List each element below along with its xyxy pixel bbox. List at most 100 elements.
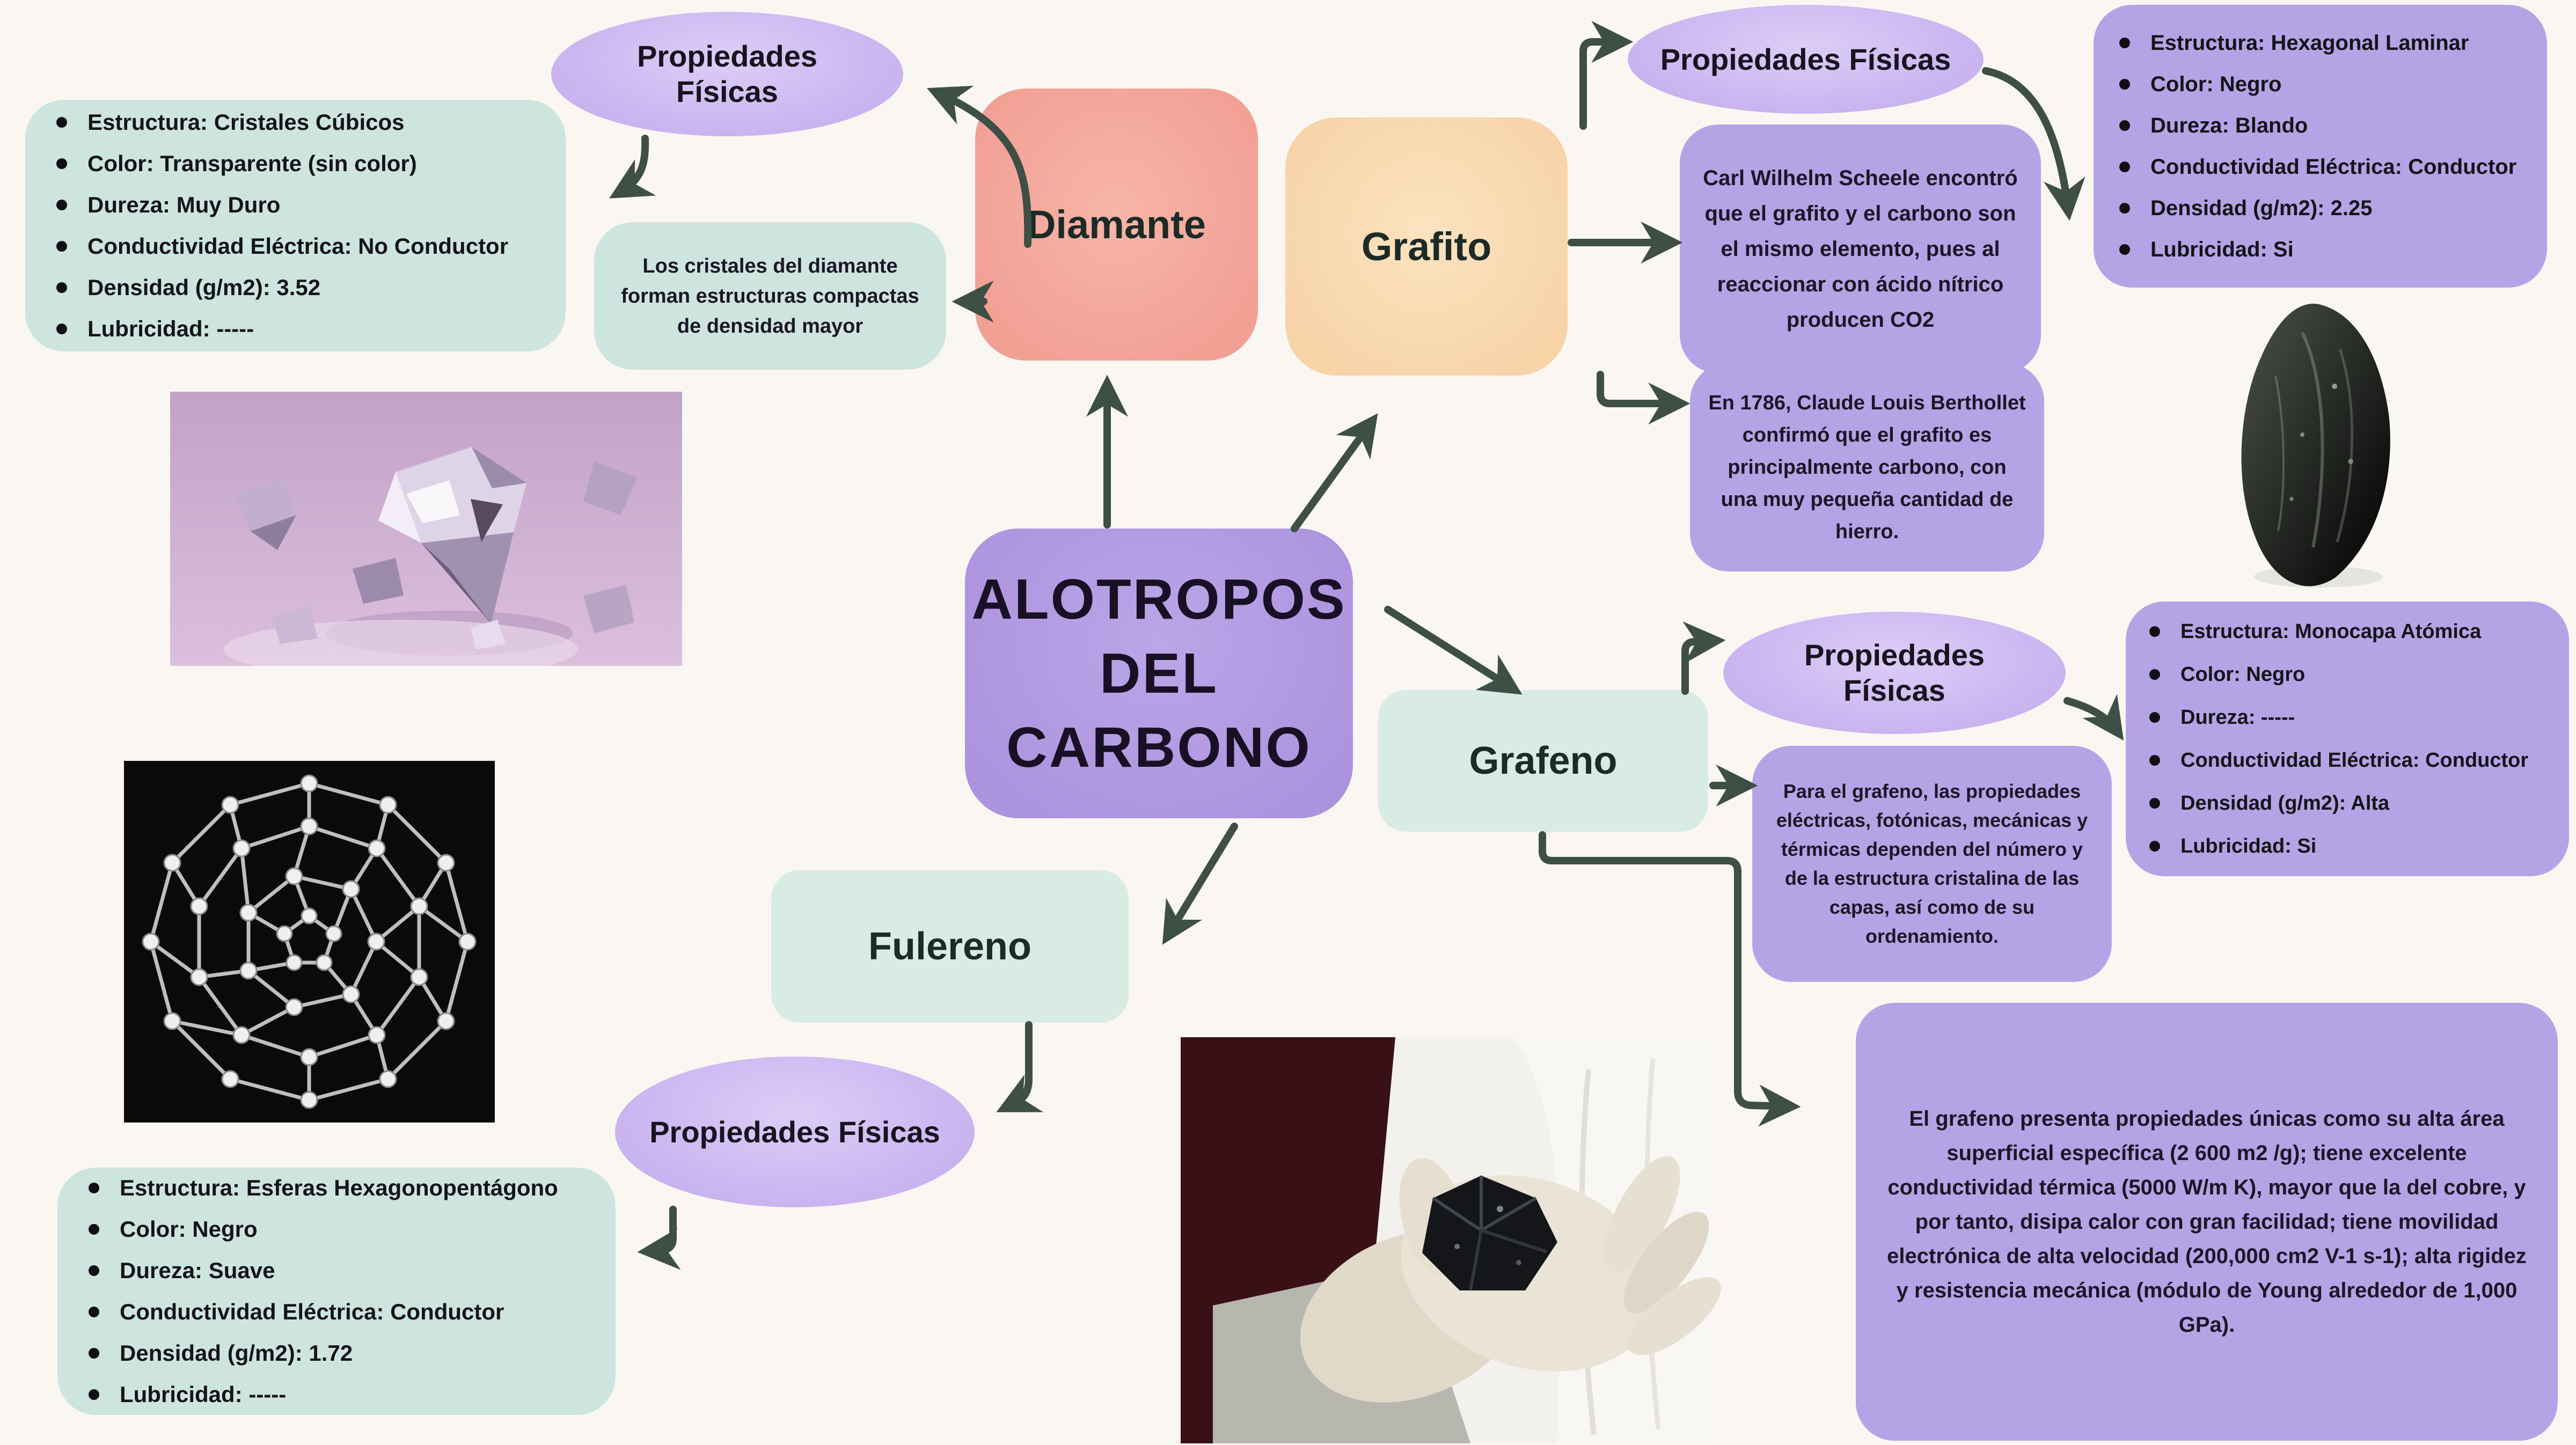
fulereno-properties-bubble: Propiedades Físicas	[615, 1057, 975, 1207]
bullet-icon	[89, 1307, 99, 1317]
property-item: Lubricidad: -----	[89, 1374, 603, 1415]
bubble-label: Propiedades Físicas	[1804, 638, 1985, 707]
bullet-icon	[89, 1389, 99, 1400]
property-item: Dureza: Blando	[2119, 105, 2534, 146]
arrow-properties-to-grafito-list	[1982, 67, 2085, 221]
property-item: Conductividad Eléctrica: Conductor	[89, 1292, 603, 1333]
property-item: Conductividad Eléctrica: No Conductor	[56, 226, 553, 267]
grafeno-detail-panel: El grafeno presenta propiedades únicas c…	[1856, 1003, 2558, 1441]
bullet-icon	[2149, 669, 2160, 680]
arrow-properties-to-diamante-list	[609, 135, 656, 199]
property-item: Color: Negro	[2119, 64, 2534, 105]
node-grafito-label: Grafito	[1361, 224, 1492, 269]
node-grafeno-label: Grafeno	[1469, 739, 1618, 782]
bubble-label: Propiedades Físicas	[636, 39, 818, 108]
central-topic-line: ALOTROPOS	[971, 568, 1346, 631]
bullet-icon	[89, 1183, 99, 1193]
bullet-icon	[2149, 712, 2160, 723]
graphene-hands-photo	[1181, 1037, 1723, 1443]
bullet-icon	[89, 1224, 99, 1235]
diamante-properties-bubble: Propiedades Físicas	[551, 12, 903, 136]
property-item: Estructura: Monocapa Atómica	[2149, 610, 2556, 653]
bullet-icon	[2149, 626, 2160, 637]
arrow-diamante-to-properties	[927, 85, 1032, 248]
fulereno-properties-panel: Estructura: Esferas Hexagonopentágono Co…	[57, 1168, 616, 1415]
bubble-label: Propiedades Físicas	[649, 1114, 940, 1149]
property-item: Color: Negro	[89, 1209, 603, 1250]
central-topic-line: CARBONO	[1006, 716, 1312, 779]
bullet-icon	[2149, 755, 2160, 766]
grafito-properties-bubble: Propiedades Físicas	[1628, 5, 1984, 114]
node-fulereno-label: Fulereno	[868, 925, 1032, 968]
bullet-icon	[56, 200, 67, 210]
graphite-rock-photo	[2222, 300, 2415, 590]
diamante-properties-list: Estructura: Cristales Cúbicos Color: Tra…	[56, 102, 553, 350]
node-diamante: Diamante	[975, 89, 1258, 361]
bubble-label: Propiedades Físicas	[1660, 42, 1951, 76]
arrow-fulereno-to-properties	[996, 1021, 1044, 1112]
arrow-grafeno-to-properties	[1681, 621, 1726, 695]
bullet-icon	[2149, 798, 2160, 809]
bullet-icon	[56, 282, 67, 293]
property-item: Estructura: Esferas Hexagonopentágono	[89, 1168, 603, 1209]
node-grafeno: Grafeno	[1378, 690, 1708, 832]
bullet-icon	[56, 117, 67, 128]
diamante-properties-panel: Estructura: Cristales Cúbicos Color: Tra…	[25, 100, 566, 351]
grafeno-properties-list: Estructura: Monocapa Atómica Color: Negr…	[2149, 610, 2556, 868]
property-item: Estructura: Cristales Cúbicos	[56, 102, 553, 143]
grafito-scheele-text: Carl Wilhelm Scheele encontró que el gra…	[1703, 166, 2018, 332]
property-item: Conductividad Eléctrica: Conductor	[2149, 739, 2556, 782]
property-item: Densidad (g/m2): 3.52	[56, 267, 553, 309]
arrow-grafeno-to-detail	[1539, 831, 1801, 1127]
node-grafito: Grafito	[1285, 118, 1568, 376]
node-diamante-label: Diamante	[1027, 202, 1206, 247]
bullet-icon	[2119, 203, 2130, 214]
grafito-berthollet-text: En 1786, Claude Louis Berthollet confirm…	[1708, 391, 2026, 543]
central-topic-line: DEL	[1100, 642, 1218, 705]
bullet-icon	[2119, 244, 2130, 255]
arrow-grafito-to-properties	[1579, 20, 1634, 130]
arrow-properties-to-grafeno-list	[2063, 694, 2124, 741]
arrow-grafito-to-berthollet	[1597, 371, 1690, 425]
bullet-icon	[89, 1265, 99, 1276]
bullet-icon	[2119, 38, 2130, 48]
bullet-icon	[2149, 841, 2160, 852]
grafeno-note-panel: Para el grafeno, las propiedades eléctri…	[1752, 746, 2112, 982]
grafeno-properties-panel: Estructura: Monocapa Atómica Color: Negr…	[2126, 602, 2569, 876]
bullet-icon	[2119, 120, 2130, 131]
arrow-title-to-fulereno	[1162, 823, 1238, 945]
grafito-scheele-panel: Carl Wilhelm Scheele encontró que el gra…	[1680, 124, 2041, 373]
central-topic-box: ALOTROPOS DEL CARBONO	[965, 529, 1353, 818]
property-item: Conductividad Eléctrica: Conductor	[2119, 146, 2534, 188]
bullet-icon	[89, 1348, 99, 1359]
grafito-properties-list: Estructura: Hexagonal Laminar Color: Neg…	[2119, 23, 2534, 270]
property-item: Densidad (g/m2): 1.72	[89, 1333, 603, 1374]
grafeno-properties-bubble: Propiedades Físicas	[1723, 612, 2066, 734]
bullet-icon	[56, 241, 67, 252]
arrow-title-to-grafeno	[1384, 606, 1523, 695]
bullet-icon	[2119, 162, 2130, 172]
diamante-note-text: Los cristales del diamante forman estruc…	[621, 254, 919, 338]
fullerene-molecule-image	[124, 761, 495, 1123]
grafito-properties-panel: Estructura: Hexagonal Laminar Color: Neg…	[2094, 5, 2547, 288]
fulereno-properties-list: Estructura: Esferas Hexagonopentágono Co…	[89, 1168, 603, 1415]
bullet-icon	[56, 158, 67, 169]
property-item: Lubricidad: Si	[2149, 825, 2556, 868]
bullet-icon	[2119, 79, 2130, 90]
arrow-properties-to-fulereno-list	[637, 1206, 681, 1270]
property-item: Lubricidad: Si	[2119, 229, 2534, 270]
diamond-photo	[170, 392, 682, 666]
property-item: Color: Transparente (sin color)	[56, 143, 553, 185]
property-item: Dureza: Muy Duro	[56, 185, 553, 226]
property-item: Densidad (g/m2): Alta	[2149, 782, 2556, 825]
property-item: Color: Negro	[2149, 653, 2556, 696]
grafito-berthollet-panel: En 1786, Claude Louis Berthollet confirm…	[1690, 363, 2044, 571]
property-item: Densidad (g/m2): 2.25	[2119, 188, 2534, 229]
diamante-note-panel: Los cristales del diamante forman estruc…	[594, 222, 946, 370]
property-item: Dureza: Suave	[89, 1250, 603, 1292]
node-fulereno: Fulereno	[771, 870, 1129, 1023]
grafeno-note-text: Para el grafeno, las propiedades eléctri…	[1776, 780, 2088, 947]
grafeno-detail-text: El grafeno presenta propiedades únicas c…	[1887, 1107, 2527, 1337]
